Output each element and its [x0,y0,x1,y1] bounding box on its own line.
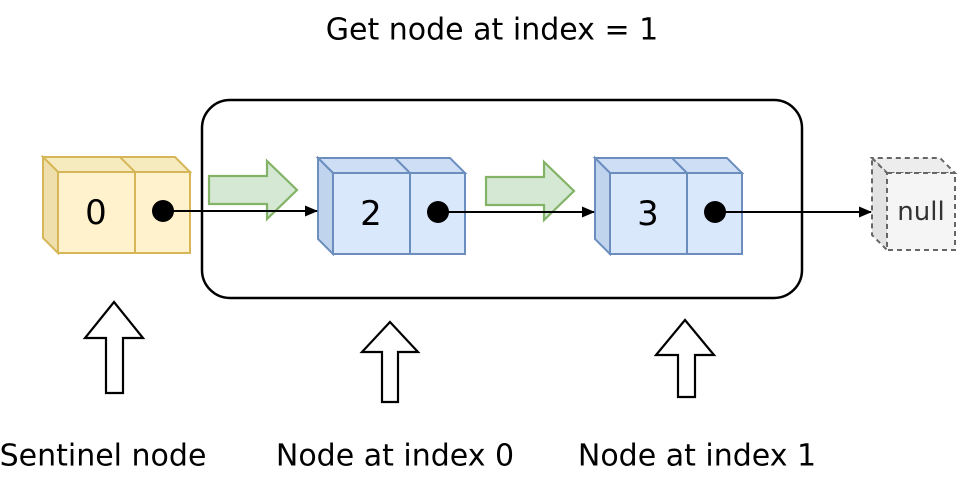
selection-container [200,98,804,300]
up-arrow-icon-index-1 [653,318,717,399]
caption-sentinel-node: Sentinel node [0,439,206,474]
diagram-title: Get node at index = 1 [326,13,658,48]
sentinel-node-value: 0 [85,193,107,233]
traversal-arrow-icon [207,158,299,222]
null-terminator: null [869,155,958,253]
caption-node-at-index-0: Node at index 0 [276,439,514,474]
node-index-1-value: 3 [637,194,659,234]
up-arrow-icon-index-0 [359,320,421,404]
traversal-arrow-icon [484,159,576,223]
node-index-0-value: 2 [360,194,382,234]
pointer-dot-node-0 [427,201,449,223]
pointer-dot-sentinel [152,200,174,222]
up-arrow-icon-sentinel [82,300,146,395]
null-label: null [897,197,944,227]
pointer-dot-node-1 [704,201,726,223]
caption-node-at-index-1: Node at index 1 [578,439,816,474]
node-index-1: 3 [592,155,745,257]
